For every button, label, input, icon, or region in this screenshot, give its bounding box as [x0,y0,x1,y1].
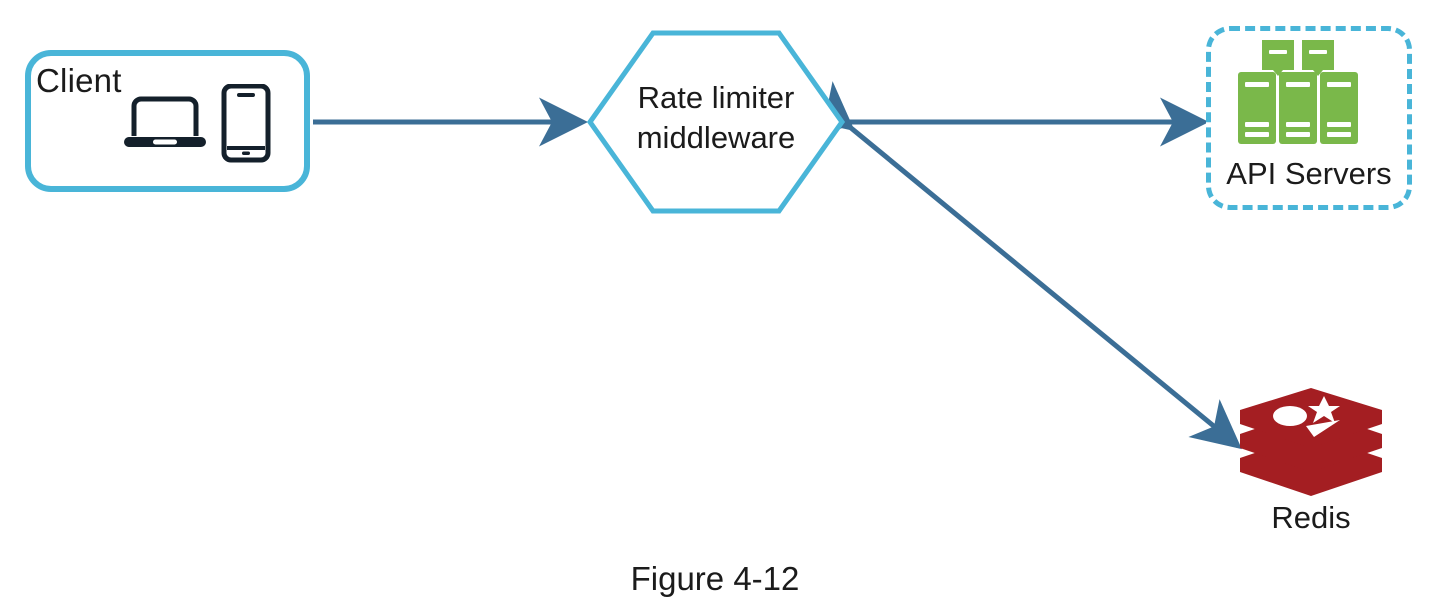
figure-caption: Figure 4-12 [630,560,800,597]
rate-limiter-node[interactable] [585,28,847,216]
laptop-icon [124,96,206,147]
redis-label: Redis [1271,500,1351,535]
arrow-rate-limiter-to-redis [801,81,1242,450]
rate-limiter-label-line1: Rate limiter [637,80,795,115]
client-label: Client [36,62,122,99]
api-servers-label: API Servers [1226,156,1392,191]
client-device-icons [124,84,271,163]
rate-limiter-label: Rate limiter middleware [585,78,847,158]
redis-stack-icon [1240,388,1382,496]
smartphone-icon [221,84,271,163]
server-rack-icon [1238,40,1358,144]
client-node[interactable] [25,50,310,192]
hexagon-shape [586,30,846,214]
rate-limiter-label-line2: middleware [636,120,796,155]
